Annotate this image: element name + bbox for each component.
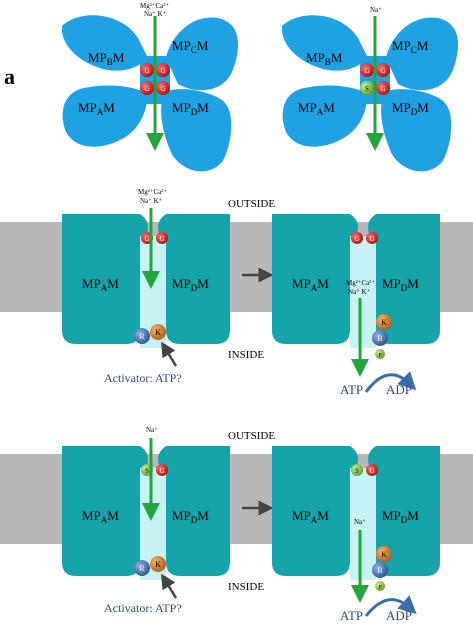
svg-text:G: G <box>380 67 385 75</box>
subunit-d-shape <box>161 89 232 172</box>
inside-label-c: INSIDE <box>228 581 264 593</box>
svg-text:MPDM: MPDM <box>172 276 209 293</box>
k-residue-b1 <box>150 324 166 340</box>
svg-text:MPDM: MPDM <box>382 276 419 293</box>
svg-text:G: G <box>369 235 374 243</box>
label-mpdm-left: MPDM <box>172 100 209 117</box>
svg-text:MPAM: MPAM <box>292 508 329 525</box>
svg-text:MPAM: MPAM <box>292 276 329 293</box>
svg-text:Na⁺: Na⁺ <box>354 518 366 526</box>
channel-c-open: S G MPAM MPDM Na⁺ R K Activator: ATP? <box>62 426 230 615</box>
label-mpcm-left: MPCM <box>172 38 209 55</box>
svg-text:G: G <box>144 67 149 75</box>
svg-text:R: R <box>139 564 145 573</box>
svg-text:Na⁺ K⁺: Na⁺ K⁺ <box>140 197 163 205</box>
svg-text:S: S <box>365 85 369 93</box>
svg-text:MPDM: MPDM <box>172 508 209 525</box>
g-residue-3 <box>140 81 154 95</box>
activator-label-c: Activator: ATP? <box>104 601 182 615</box>
svg-text:MPDM: MPDM <box>382 508 419 525</box>
svg-text:S: S <box>355 467 359 475</box>
svg-text:G: G <box>144 235 149 243</box>
r-residue-b1 <box>134 328 150 344</box>
channel-b-open: G G MPAM MPDM Mg²⁺Ca²⁺ Na⁺ K⁺ R K Activa… <box>62 188 230 385</box>
svg-text:Mg²⁺Ca²⁺: Mg²⁺Ca²⁺ <box>138 188 167 196</box>
adp-label-c: ADP <box>386 608 412 623</box>
svg-text:K: K <box>155 560 161 569</box>
svg-text:Na⁺: Na⁺ <box>146 426 158 434</box>
ions-na-a: Na⁺ <box>370 6 382 14</box>
svg-text:MPAM: MPAM <box>82 508 119 525</box>
p-residue-b <box>375 349 385 359</box>
svg-text:R: R <box>377 566 383 575</box>
subunit-b-shape <box>61 15 148 71</box>
svg-text:K: K <box>155 328 161 337</box>
svg-text:Mg²⁺Ca²⁺: Mg²⁺Ca²⁺ <box>346 279 375 287</box>
atp-label-b: ATP <box>340 382 363 397</box>
label-mpbm-left: MPBM <box>88 50 125 67</box>
atp-hydrolysis-arrow-b <box>364 371 417 393</box>
g-residue-2 <box>156 63 170 77</box>
svg-text:G: G <box>144 85 149 93</box>
tetramer-na-selective: MPBM MPCM MPAM MPDM G G S G Na⁺ <box>281 6 459 172</box>
svg-text:G: G <box>354 235 359 243</box>
label-mpam-left: MPAM <box>78 100 115 117</box>
tetramer-closed: MPBM MPCM MPAM MPDM G G G G Mg²⁺Ca²⁺ Na⁺… <box>61 2 239 172</box>
subunit-a-shape <box>62 85 148 147</box>
activator-label-b: Activator: ATP? <box>104 371 182 385</box>
ions-mono-a: Na⁺ K⁺ <box>144 10 167 18</box>
svg-text:G: G <box>380 85 385 93</box>
svg-text:Na⁺ K⁺: Na⁺ K⁺ <box>348 288 371 296</box>
g-residue-4 <box>156 81 170 95</box>
svg-text:S: S <box>145 467 149 475</box>
channel-c-phosphorylated: S G MPAM MPDM Na⁺ K R P ATP ADP <box>272 446 440 623</box>
svg-text:R: R <box>377 334 383 343</box>
svg-text:P: P <box>378 353 382 359</box>
svg-text:MPAM: MPAM <box>82 276 119 293</box>
inside-label-b: INSIDE <box>228 349 264 361</box>
outside-label-c: OUTSIDE <box>228 430 275 442</box>
svg-text:G: G <box>364 67 369 75</box>
svg-text:G: G <box>160 67 165 75</box>
svg-text:K: K <box>381 318 387 327</box>
label-mpam-right: MPAM <box>298 100 335 117</box>
svg-text:G: G <box>160 85 165 93</box>
svg-text:G: G <box>159 235 164 243</box>
atp-label-c: ATP <box>340 608 363 623</box>
label-mpbm-right: MPBM <box>306 50 343 67</box>
svg-text:R: R <box>139 332 145 341</box>
s-residue-a <box>360 81 374 95</box>
svg-text:K: K <box>381 550 387 559</box>
atp-hydrolysis-arrow-c <box>364 595 417 617</box>
svg-text:P: P <box>378 585 382 591</box>
label-mpdm-right: MPDM <box>392 100 429 117</box>
svg-text:G: G <box>159 467 164 475</box>
label-mpcm-right: MPCM <box>392 38 429 55</box>
outside-label-b: OUTSIDE <box>228 198 275 210</box>
channel-b-phosphorylated: G G MPAM MPDM Mg²⁺Ca²⁺ Na⁺ K⁺ K R P ATP … <box>272 214 440 397</box>
adp-label-b: ADP <box>386 382 412 397</box>
subunit-c-shape <box>166 17 239 91</box>
panel-label-a: a <box>4 64 15 89</box>
g-residue-1 <box>140 63 154 77</box>
ions-divalent-a: Mg²⁺Ca²⁺ <box>140 2 169 10</box>
svg-text:G: G <box>369 467 374 475</box>
